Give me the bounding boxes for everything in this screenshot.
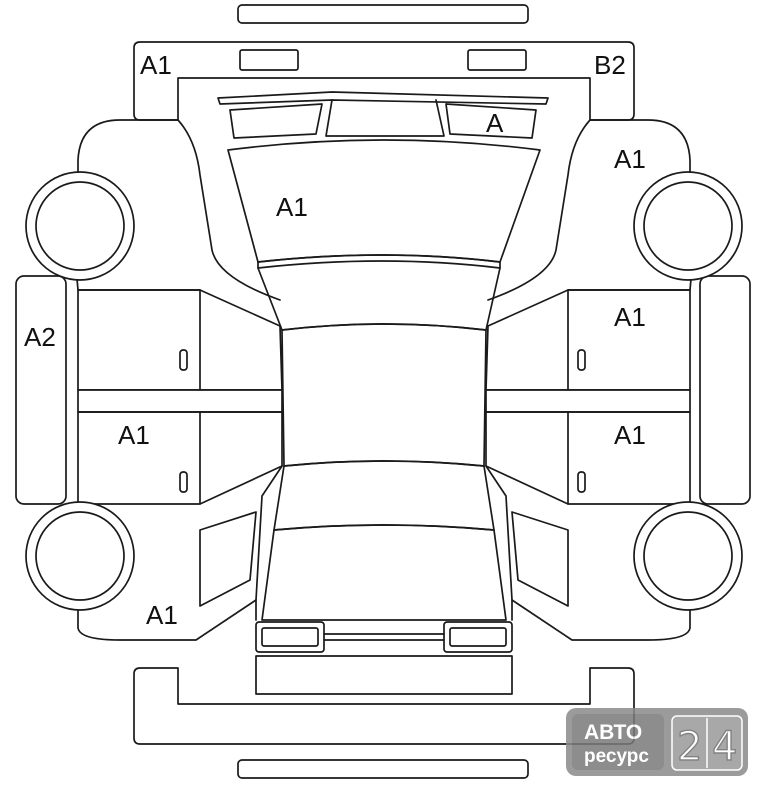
damage-code-front-right-fender: A1 <box>614 144 646 174</box>
left-sill <box>15 275 67 505</box>
rear-plate-bar <box>237 759 529 779</box>
front-bumper <box>133 41 635 121</box>
avtoresurs24-logo: АВТО ресурс 2 4 <box>566 708 748 776</box>
right-rear-door <box>485 411 691 505</box>
rear-quarter-windows <box>199 511 569 607</box>
logo-digit-2: 4 <box>712 724 737 770</box>
damage-code-rear-left-fender: A1 <box>146 600 178 630</box>
wheel-front-right <box>633 171 743 281</box>
logo-digit-1: 2 <box>677 724 702 770</box>
front-tow-hook-right <box>467 49 527 71</box>
windshield <box>257 254 501 331</box>
logo-text-line2: ресурс <box>584 746 649 767</box>
rear-panel <box>255 655 513 695</box>
logo-text-line1: АВТО <box>584 721 642 744</box>
front-plate-bar <box>237 4 529 24</box>
tail-lights <box>255 621 513 653</box>
left-rear-door <box>77 411 283 505</box>
right-sill <box>699 275 751 505</box>
trunk-lid <box>261 524 507 621</box>
damage-code-windshield-right: A <box>486 108 504 138</box>
headlights <box>217 91 549 139</box>
hood <box>227 139 541 263</box>
front-tow-hook-left <box>239 49 299 71</box>
damage-code-rear-left-door: A1 <box>118 420 150 450</box>
rear-window <box>273 460 495 531</box>
damage-code-front-right-corner: B2 <box>594 50 626 80</box>
wheel-rear-right <box>633 501 743 611</box>
wheel-front-left <box>25 171 135 281</box>
damage-code-front-left-corner: A1 <box>140 50 172 80</box>
damage-code-front-right-door: A1 <box>614 302 646 332</box>
right-front-door <box>485 289 691 391</box>
wheel-rear-left <box>25 501 135 611</box>
right-pillar-strip <box>485 389 691 413</box>
damage-code-left-sill: A2 <box>24 322 56 352</box>
left-pillar-strip <box>77 389 283 413</box>
roof <box>281 323 487 467</box>
damage-code-hood: A1 <box>276 192 308 222</box>
left-front-door <box>77 289 283 391</box>
damage-code-rear-right-door: A1 <box>614 420 646 450</box>
